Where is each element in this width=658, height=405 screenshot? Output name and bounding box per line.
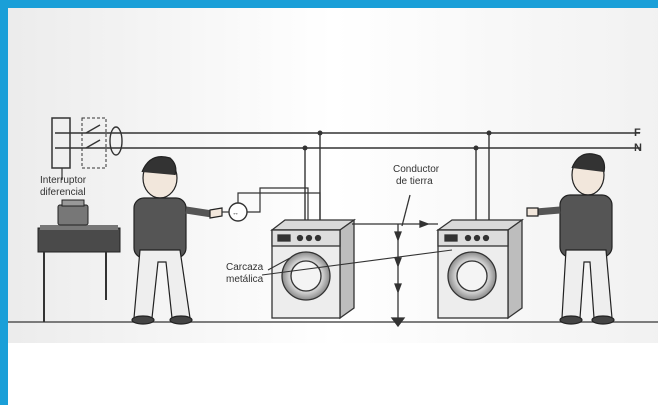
conductor-label-line1: Conductor — [393, 164, 440, 175]
washing-machine-2 — [438, 220, 522, 318]
phase-label: F — [634, 127, 641, 139]
switch-label-line2: diferencial — [40, 187, 86, 198]
junction-dot — [474, 146, 479, 151]
junction-dot — [487, 131, 492, 136]
junction-dot — [318, 131, 323, 136]
washing-machine-1 — [272, 220, 354, 318]
conductor-label-line2: de tierra — [396, 176, 433, 187]
junction-dot — [303, 146, 308, 151]
casing-label-line2: metálica — [226, 274, 264, 285]
casing-label-line1: Carcaza — [226, 262, 264, 273]
switch-label-line1: Interruptor — [40, 175, 87, 186]
neutral-label: N — [634, 142, 642, 154]
svg-text:↔: ↔ — [232, 210, 239, 217]
